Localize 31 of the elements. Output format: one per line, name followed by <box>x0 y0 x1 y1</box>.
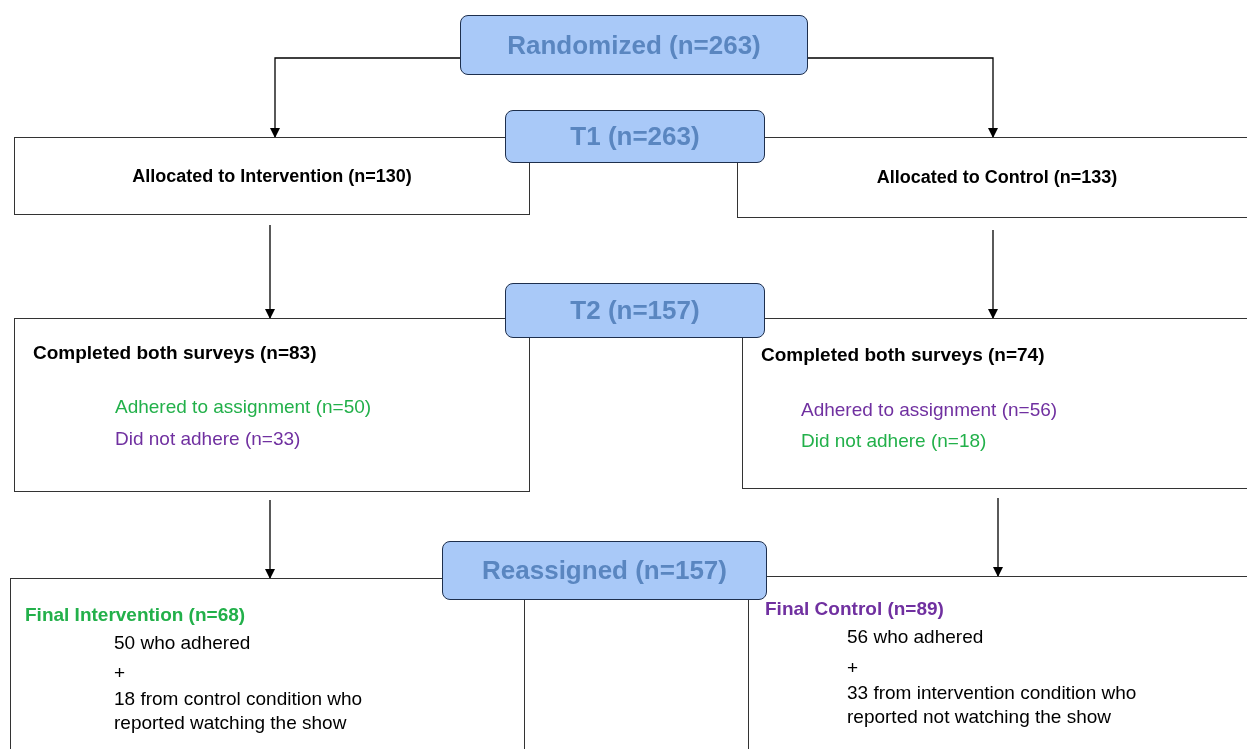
stage-label: T1 (n=263) <box>505 110 765 163</box>
plus-sign: + <box>114 661 126 685</box>
body-text: 56 who adhered <box>847 625 984 649</box>
stage-label: Randomized (n=263) <box>460 15 808 75</box>
process-box <box>14 137 530 215</box>
box-heading: Final Control (n=89) <box>765 597 944 621</box>
box-heading: Allocated to Control (n=133) <box>876 166 1118 189</box>
box-heading: Allocated to Intervention (n=130) <box>132 164 412 188</box>
arrow <box>265 499 275 579</box>
stage-label: T2 (n=157) <box>505 283 765 338</box>
body-text: 18 from control condition who reported watching the show <box>114 687 364 735</box>
process-box <box>742 318 1247 489</box>
body-text: 50 who adhered <box>114 631 251 655</box>
arrow <box>270 57 461 138</box>
count-text: Did not adhere (n=18) <box>801 429 987 453</box>
count-text: Adhered to assignment (n=50) <box>115 395 372 419</box>
process-box <box>14 318 530 492</box>
box-heading: Completed both surveys (n=83) <box>33 341 317 365</box>
count-text: Adhered to assignment (n=56) <box>801 398 1058 422</box>
arrow <box>993 497 1003 577</box>
arrow <box>265 224 275 319</box>
count-text: Did not adhere (n=33) <box>115 427 301 451</box>
box-heading: Final Intervention (n=68) <box>25 603 246 627</box>
arrow <box>807 57 998 138</box>
stage-label: Reassigned (n=157) <box>442 541 767 600</box>
process-box <box>748 576 1247 749</box>
box-heading: Completed both surveys (n=74) <box>761 343 1045 367</box>
arrow <box>988 229 998 319</box>
body-text: 33 from intervention condition who reported not watching the show <box>847 681 1138 729</box>
plus-sign: + <box>847 656 859 680</box>
process-box <box>737 137 1247 218</box>
